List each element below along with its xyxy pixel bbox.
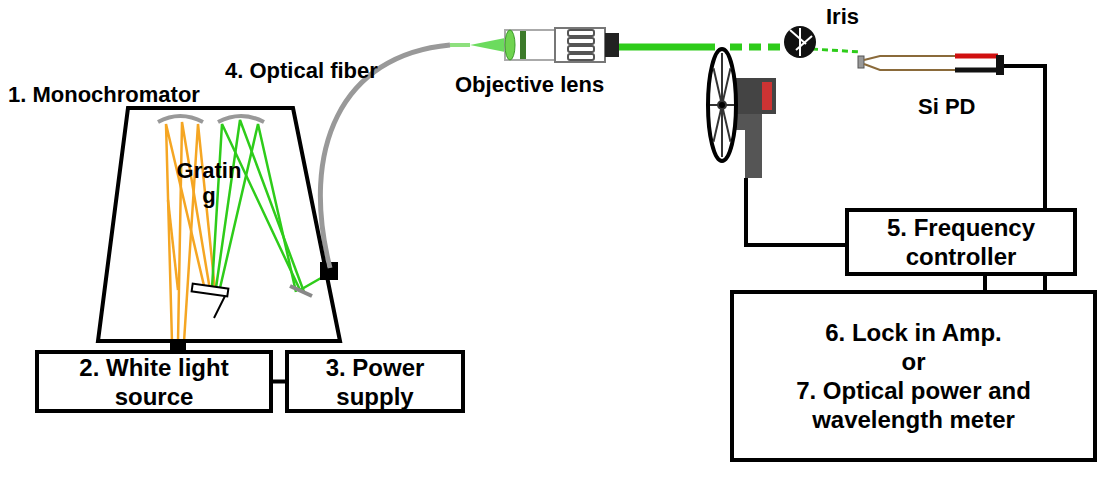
chopper-wheel: [714, 68, 722, 105]
part-label: Si PD: [918, 94, 975, 119]
objective-ridges: [568, 54, 594, 60]
light-ray-white: [166, 122, 215, 342]
iris: [784, 26, 816, 58]
light-ray-white: [168, 200, 178, 290]
objective-lens: [505, 30, 515, 60]
light-ray-green: [212, 120, 328, 292]
grating: [192, 284, 229, 318]
monochromator-outline: [98, 108, 340, 341]
si-photodiode: [864, 56, 955, 60]
mirror: [158, 116, 264, 122]
chopper-wheel: [718, 101, 726, 109]
si-photodiode: [955, 68, 998, 73]
objective-lens: [520, 31, 526, 59]
si-photodiode: [858, 56, 864, 68]
monochromator-outline: [5, 78, 350, 344]
output-mirror: [290, 286, 312, 296]
chopper-stand: [762, 82, 772, 110]
node-label: 3. Power supply: [297, 353, 453, 411]
green-beam: [812, 49, 860, 52]
green-beam: [619, 47, 860, 52]
mirror: [158, 116, 203, 122]
objective-lens: [555, 28, 605, 62]
grating: [214, 296, 225, 318]
part-label: Gratin g: [172, 158, 246, 208]
node-label: 7. Optical power and wavelength meter: [764, 376, 1064, 434]
light-ray-green: [216, 120, 304, 292]
objective-ridges: [568, 30, 594, 60]
chopper-wheel: [722, 68, 730, 105]
signal-wire: [746, 178, 845, 245]
objective-ridges: [568, 46, 594, 52]
green-beam: [730, 44, 790, 51]
monochromator-housing: 1. Monochromator: [5, 78, 350, 344]
si-photodiode: [955, 54, 998, 59]
light-ray-white: [184, 124, 215, 342]
source-box: 2. White light source: [35, 350, 273, 413]
node-label: 6. Lock in Amp.: [825, 318, 1001, 347]
part-label: Iris: [826, 4, 859, 29]
si-photodiode: [858, 55, 1004, 75]
chopper-wheel: [714, 105, 722, 142]
objective-lens: [605, 33, 619, 57]
output-mirror: [290, 286, 312, 296]
chopper-wheel: [708, 49, 736, 161]
iris: [784, 26, 816, 58]
node-label: or: [902, 347, 926, 376]
si-photodiode: [996, 55, 1004, 75]
part-label: Objective lens: [455, 72, 604, 97]
power-box: 3. Power supply: [285, 350, 465, 413]
part-label: 4. Optical fiber: [225, 58, 378, 83]
si-photodiode: [864, 64, 955, 70]
light-ray-white: [178, 122, 210, 342]
objective-lens: [470, 38, 505, 52]
controller-box: 5. Frequency controller: [845, 208, 1077, 276]
grating: [192, 284, 229, 297]
green-beam: [619, 44, 715, 51]
objective-ridges: [568, 30, 594, 36]
optical-fiber: [450, 43, 470, 47]
light-ray-green: [212, 124, 328, 290]
chopper-wheel: [708, 49, 736, 161]
node-label: 2. White light source: [47, 353, 261, 411]
chopper-wheel: [722, 105, 730, 142]
objective-ridges: [568, 38, 594, 44]
chopper-wheel: [721, 105, 723, 157]
node-heading: 1. Monochromator: [8, 80, 200, 109]
objective-lens: [505, 30, 555, 60]
iris: [790, 28, 812, 56]
chopper-wheel: [721, 53, 723, 105]
objective-lens: [470, 28, 619, 62]
light-ray-green: [220, 124, 296, 292]
instrument-box: 6. Lock in Amp.or7. Optical power and wa…: [730, 290, 1097, 462]
node-label: 5. Frequency controller: [857, 213, 1065, 271]
